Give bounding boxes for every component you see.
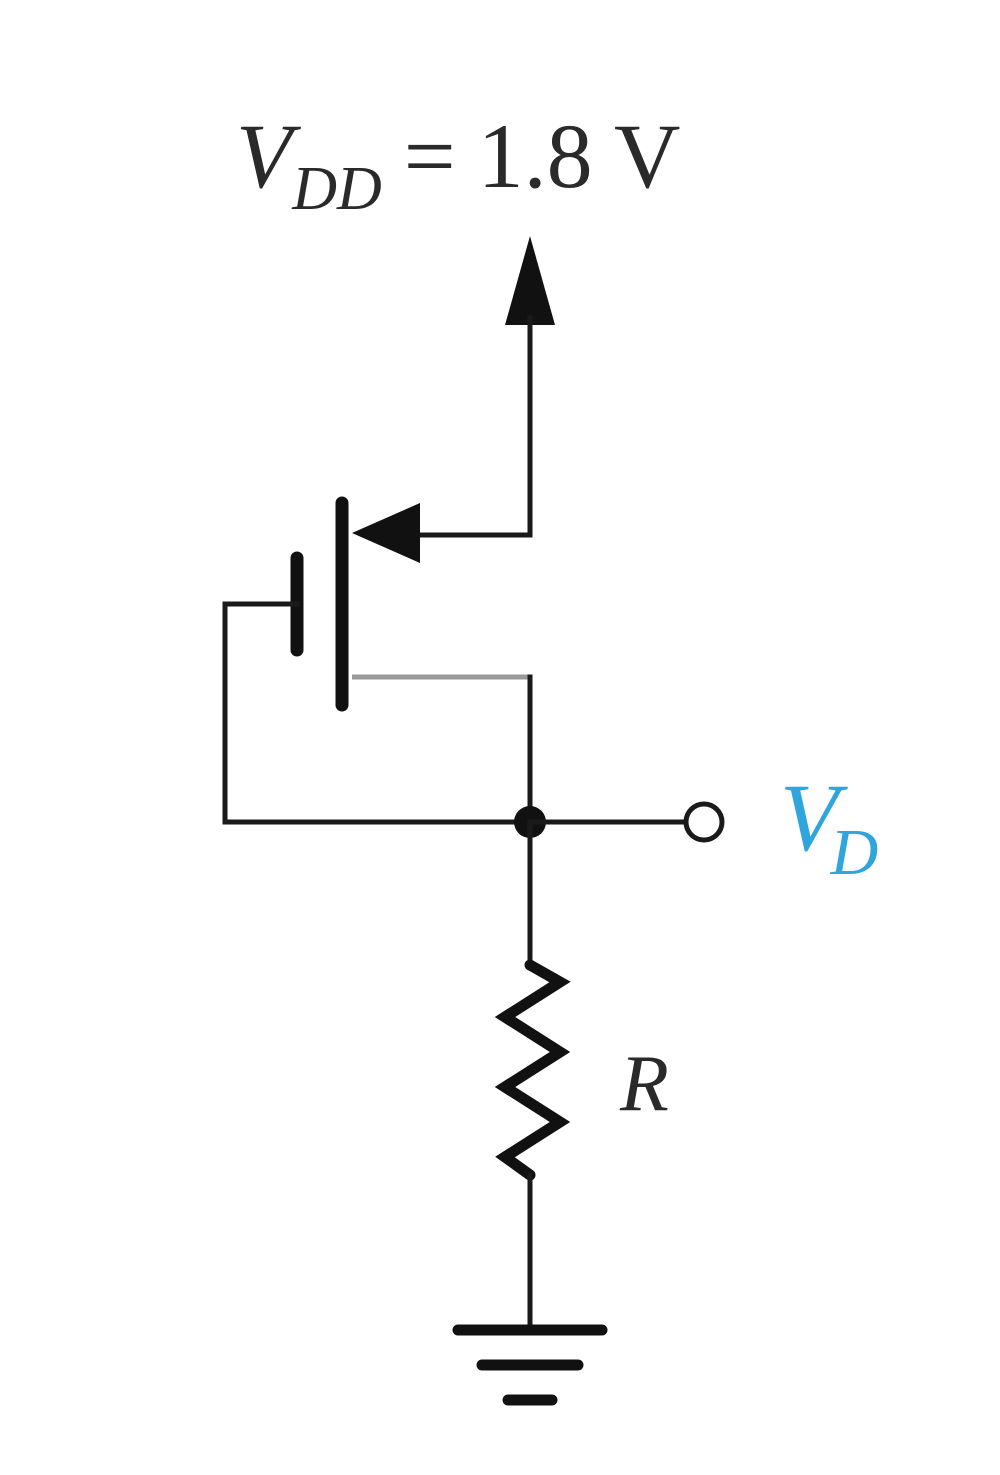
output-subscript: D	[830, 816, 879, 889]
source-arrow-icon	[352, 503, 420, 563]
supply-symbol: V	[236, 105, 302, 207]
output-label: VD	[780, 764, 878, 889]
supply-value: 1.8 V	[478, 105, 681, 207]
ground-icon	[452, 1324, 608, 1406]
output-symbol: V	[780, 764, 848, 871]
output-terminal-icon	[683, 801, 725, 843]
supply-label: VDD =1.8 V	[236, 105, 680, 223]
supply-arrow-icon	[505, 236, 555, 325]
supply-equals: =	[404, 105, 456, 207]
gate-feedback-wire	[222, 601, 533, 825]
supply-subscript: DD	[291, 155, 382, 223]
resistor-icon	[494, 959, 571, 1181]
resistor-label: R	[619, 1040, 669, 1128]
